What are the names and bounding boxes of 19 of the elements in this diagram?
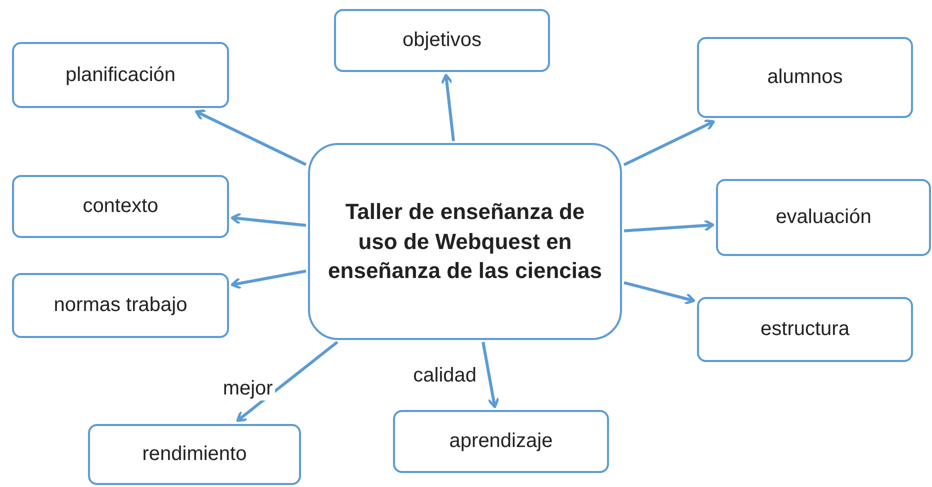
- arrow: [230, 270, 306, 290]
- topic-box: planificación: [12, 42, 229, 108]
- arrow: [482, 342, 500, 408]
- arrow: [194, 109, 307, 166]
- arrow: [624, 281, 696, 305]
- arrow: [230, 212, 306, 227]
- central-topic-box: Taller de enseñanza de uso de Webquest en enseñanza de las ciencias: [308, 143, 622, 340]
- topic-box: alumnos: [697, 37, 913, 118]
- arrow: [440, 74, 455, 142]
- topic-box: estructura: [697, 297, 913, 362]
- topic-box: normas trabajo: [12, 273, 229, 338]
- arrow: [624, 219, 714, 232]
- topic-box: contexto: [12, 175, 229, 238]
- topic-box: rendimiento: [88, 424, 301, 485]
- topic-box: aprendizaje: [393, 410, 609, 473]
- arrow: [623, 119, 715, 166]
- topic-box: evaluación: [716, 179, 931, 256]
- arrow: [236, 340, 338, 422]
- topic-box: objetivos: [334, 9, 550, 72]
